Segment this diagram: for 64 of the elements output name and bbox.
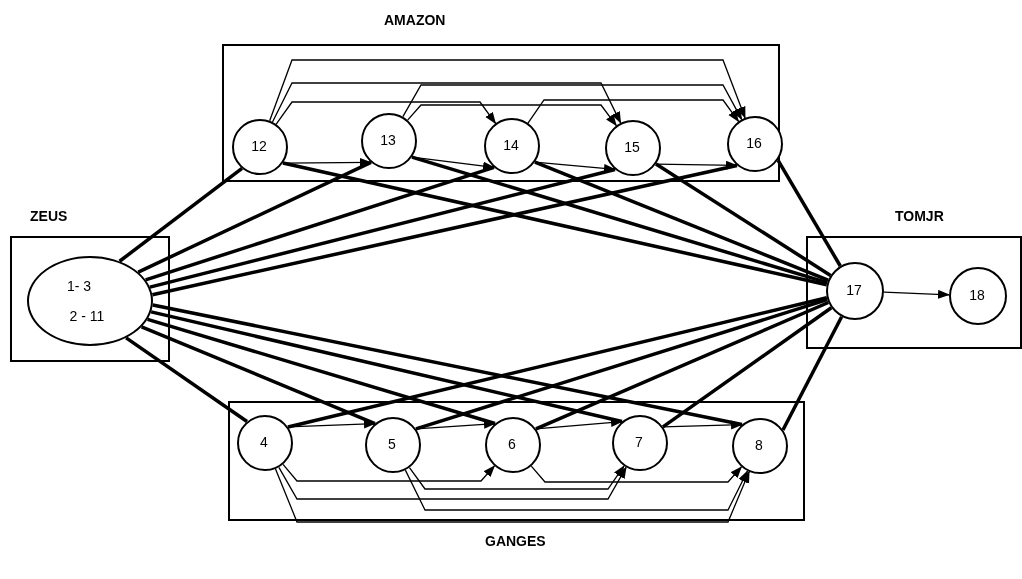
task-number: 8 — [755, 437, 763, 453]
task-circle — [483, 117, 540, 174]
connector-line — [149, 167, 616, 289]
task-circle — [604, 119, 661, 176]
arrow — [408, 465, 625, 490]
task-circle — [611, 414, 668, 471]
arrow — [527, 99, 740, 124]
connector-line — [411, 155, 828, 285]
connector-line — [118, 167, 244, 263]
task-range: 1- 3 — [66, 278, 92, 294]
task-circle — [236, 414, 293, 471]
host-name: AMAZON — [384, 12, 446, 28]
arrow — [530, 465, 743, 483]
host-name: TOMJR — [895, 208, 944, 224]
connector-line — [150, 310, 623, 424]
task-number: 5 — [388, 436, 396, 452]
arrow — [534, 161, 616, 173]
connector-line — [125, 336, 248, 423]
connector-line — [145, 165, 495, 282]
task-circle — [731, 417, 788, 474]
connector-line — [152, 303, 743, 427]
arrow — [269, 59, 746, 122]
arrow — [271, 82, 622, 124]
task-number: 12 — [251, 138, 267, 154]
task-circle — [726, 115, 783, 172]
arrow — [282, 463, 496, 482]
connector-line — [534, 160, 829, 282]
task-circle — [364, 416, 421, 473]
task-number: 14 — [503, 137, 519, 153]
connector-line — [152, 163, 738, 297]
arrow — [655, 160, 738, 170]
arrow — [404, 469, 749, 511]
task-circle — [231, 118, 288, 175]
connector-line — [776, 159, 842, 267]
arrow — [402, 84, 743, 121]
task-circle — [825, 261, 884, 320]
connector-line — [655, 162, 832, 277]
connector-line — [661, 306, 833, 429]
host-name: ZEUS — [30, 208, 68, 224]
arrow — [275, 101, 497, 125]
arrow — [406, 104, 617, 127]
arrow — [883, 289, 950, 299]
arrow — [278, 466, 627, 500]
connector-line — [137, 160, 372, 274]
connector-line — [781, 315, 844, 431]
connector-line — [415, 298, 828, 431]
task-number: 16 — [746, 135, 762, 151]
task-number: 7 — [635, 434, 643, 450]
connector-line — [147, 317, 496, 426]
host-name: GANGES — [485, 533, 546, 549]
connector-line — [282, 161, 828, 287]
task-number: 4 — [260, 434, 268, 450]
task-number: 6 — [508, 436, 516, 452]
task-range: 2 - 11 — [69, 308, 105, 324]
arrow — [411, 156, 495, 171]
task-number: 15 — [624, 139, 640, 155]
task-number: 17 — [846, 282, 862, 298]
connector-line — [287, 296, 828, 429]
task-number: 18 — [969, 287, 985, 303]
arrow — [274, 468, 750, 523]
task-number: 13 — [380, 132, 396, 148]
connector-line — [535, 300, 830, 431]
task-circle — [360, 112, 417, 169]
task-circle — [484, 416, 541, 473]
